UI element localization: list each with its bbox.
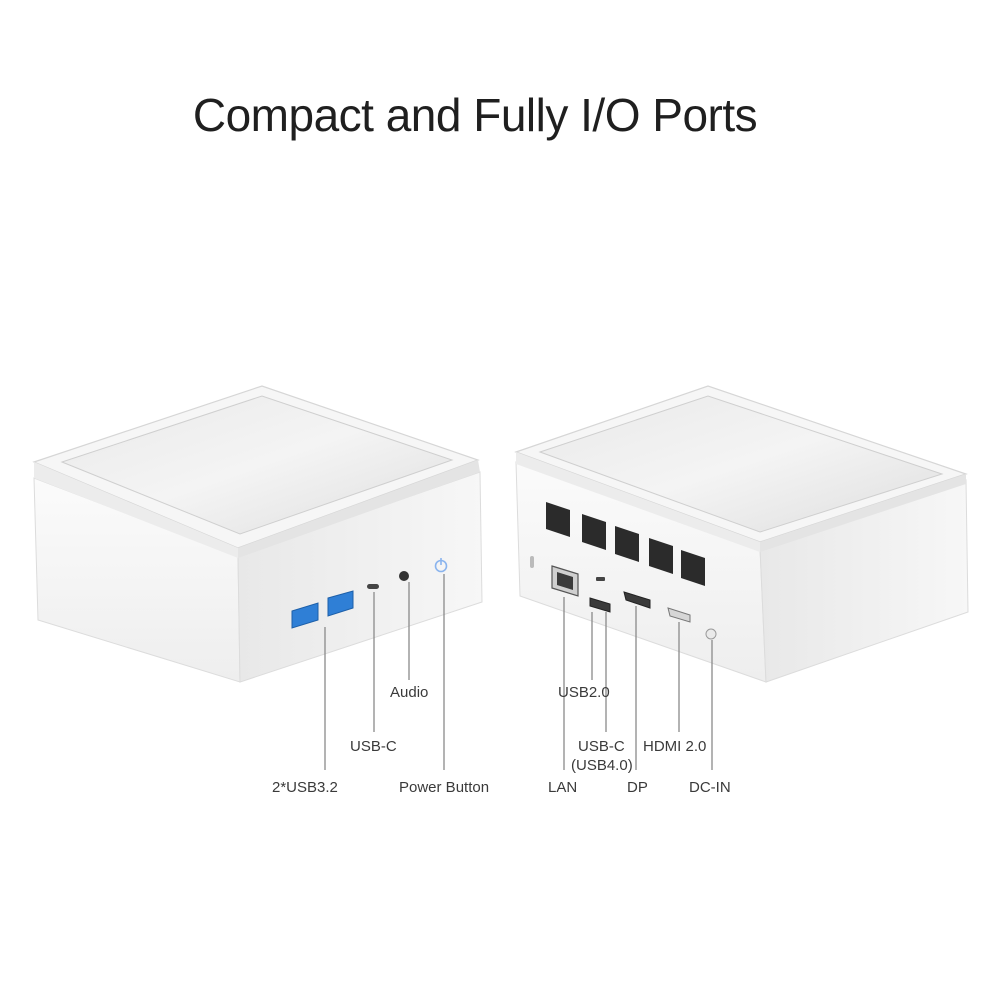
power-icon: [434, 558, 448, 573]
label-dp: DP: [627, 779, 648, 796]
label-usb32: 2*USB3.2: [272, 779, 338, 796]
front-usb32-ports: [291, 590, 354, 629]
dcin-port: [705, 628, 717, 640]
label-audio: Audio: [390, 684, 428, 701]
usb4-port: [589, 597, 611, 613]
page-title: Compact and Fully I/O Ports: [192, 89, 758, 141]
label-usbc-rear: USB-C: [578, 738, 625, 755]
rear-vents: [546, 502, 705, 586]
rear-device: [514, 385, 969, 770]
label-lan: LAN: [548, 779, 577, 796]
usb20-port: [596, 577, 605, 581]
hdmi-port: [667, 607, 691, 623]
label-hdmi: HDMI 2.0: [643, 738, 706, 755]
rear-indicator: [530, 556, 534, 568]
lan-port: [551, 565, 579, 597]
label-usbc-front: USB-C: [350, 738, 397, 755]
front-leader-lines: [324, 574, 445, 770]
label-usb40: (USB4.0): [571, 757, 633, 774]
label-power-button: Power Button: [399, 779, 489, 796]
label-usb20: USB2.0: [558, 684, 610, 701]
label-dcin: DC-IN: [689, 779, 731, 796]
rear-leader-lines: [563, 597, 713, 770]
front-usbc-port: [367, 584, 379, 589]
dp-port: [623, 591, 651, 609]
front-audio-jack: [399, 571, 409, 581]
front-device: [32, 385, 483, 770]
